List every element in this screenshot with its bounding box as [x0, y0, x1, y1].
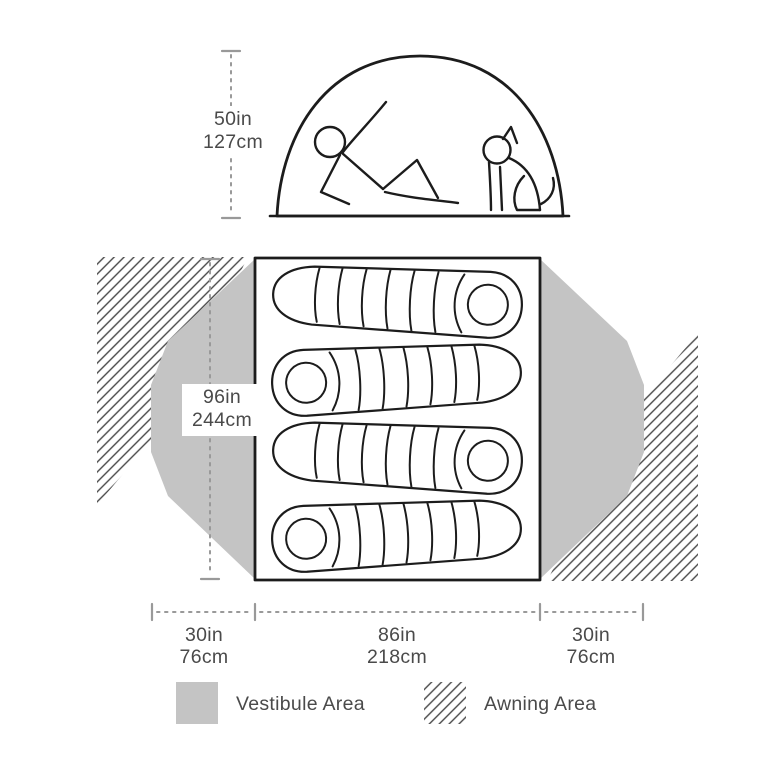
- length-inches-label: 96in: [203, 386, 241, 408]
- legend: Vestibule Area Awning Area: [176, 682, 596, 724]
- height-cm-label: 127cm: [203, 131, 263, 153]
- left-vestibule-width: 30in 76cm: [180, 624, 229, 668]
- width-inches-label: 30in: [185, 624, 223, 646]
- tent-dome-outline: [275, 54, 565, 218]
- floor-width: 86in 218cm: [367, 624, 427, 668]
- length-cm-label: 244cm: [192, 409, 252, 431]
- dog-figure: [482, 125, 555, 212]
- width-cm-label: 76cm: [567, 646, 616, 668]
- width-inches-label: 86in: [378, 624, 416, 646]
- vestibule-right: [540, 259, 644, 579]
- height-inches-label: 50in: [214, 108, 252, 130]
- label-backdrop: [182, 384, 262, 436]
- vestibule-areas: [151, 259, 644, 579]
- side-view: [268, 54, 571, 218]
- width-cm-label: 76cm: [180, 646, 229, 668]
- vestibule-legend-label: Vestibule Area: [236, 693, 365, 715]
- length-dimension: 96in 244cm: [182, 257, 262, 581]
- height-dimension: 50in 127cm: [198, 49, 268, 220]
- width-cm-label: 218cm: [367, 646, 427, 668]
- width-dimensions: 30in 76cm 86in 218cm 30in 76cm: [150, 602, 645, 668]
- person-figure: [313, 100, 460, 206]
- vestibule-swatch: [176, 682, 218, 724]
- awning-legend-label: Awning Area: [484, 693, 596, 715]
- right-vestibule-width: 30in 76cm: [567, 624, 616, 668]
- awning-swatch: [424, 682, 466, 724]
- width-inches-label: 30in: [572, 624, 610, 646]
- label-backdrop: [198, 106, 268, 158]
